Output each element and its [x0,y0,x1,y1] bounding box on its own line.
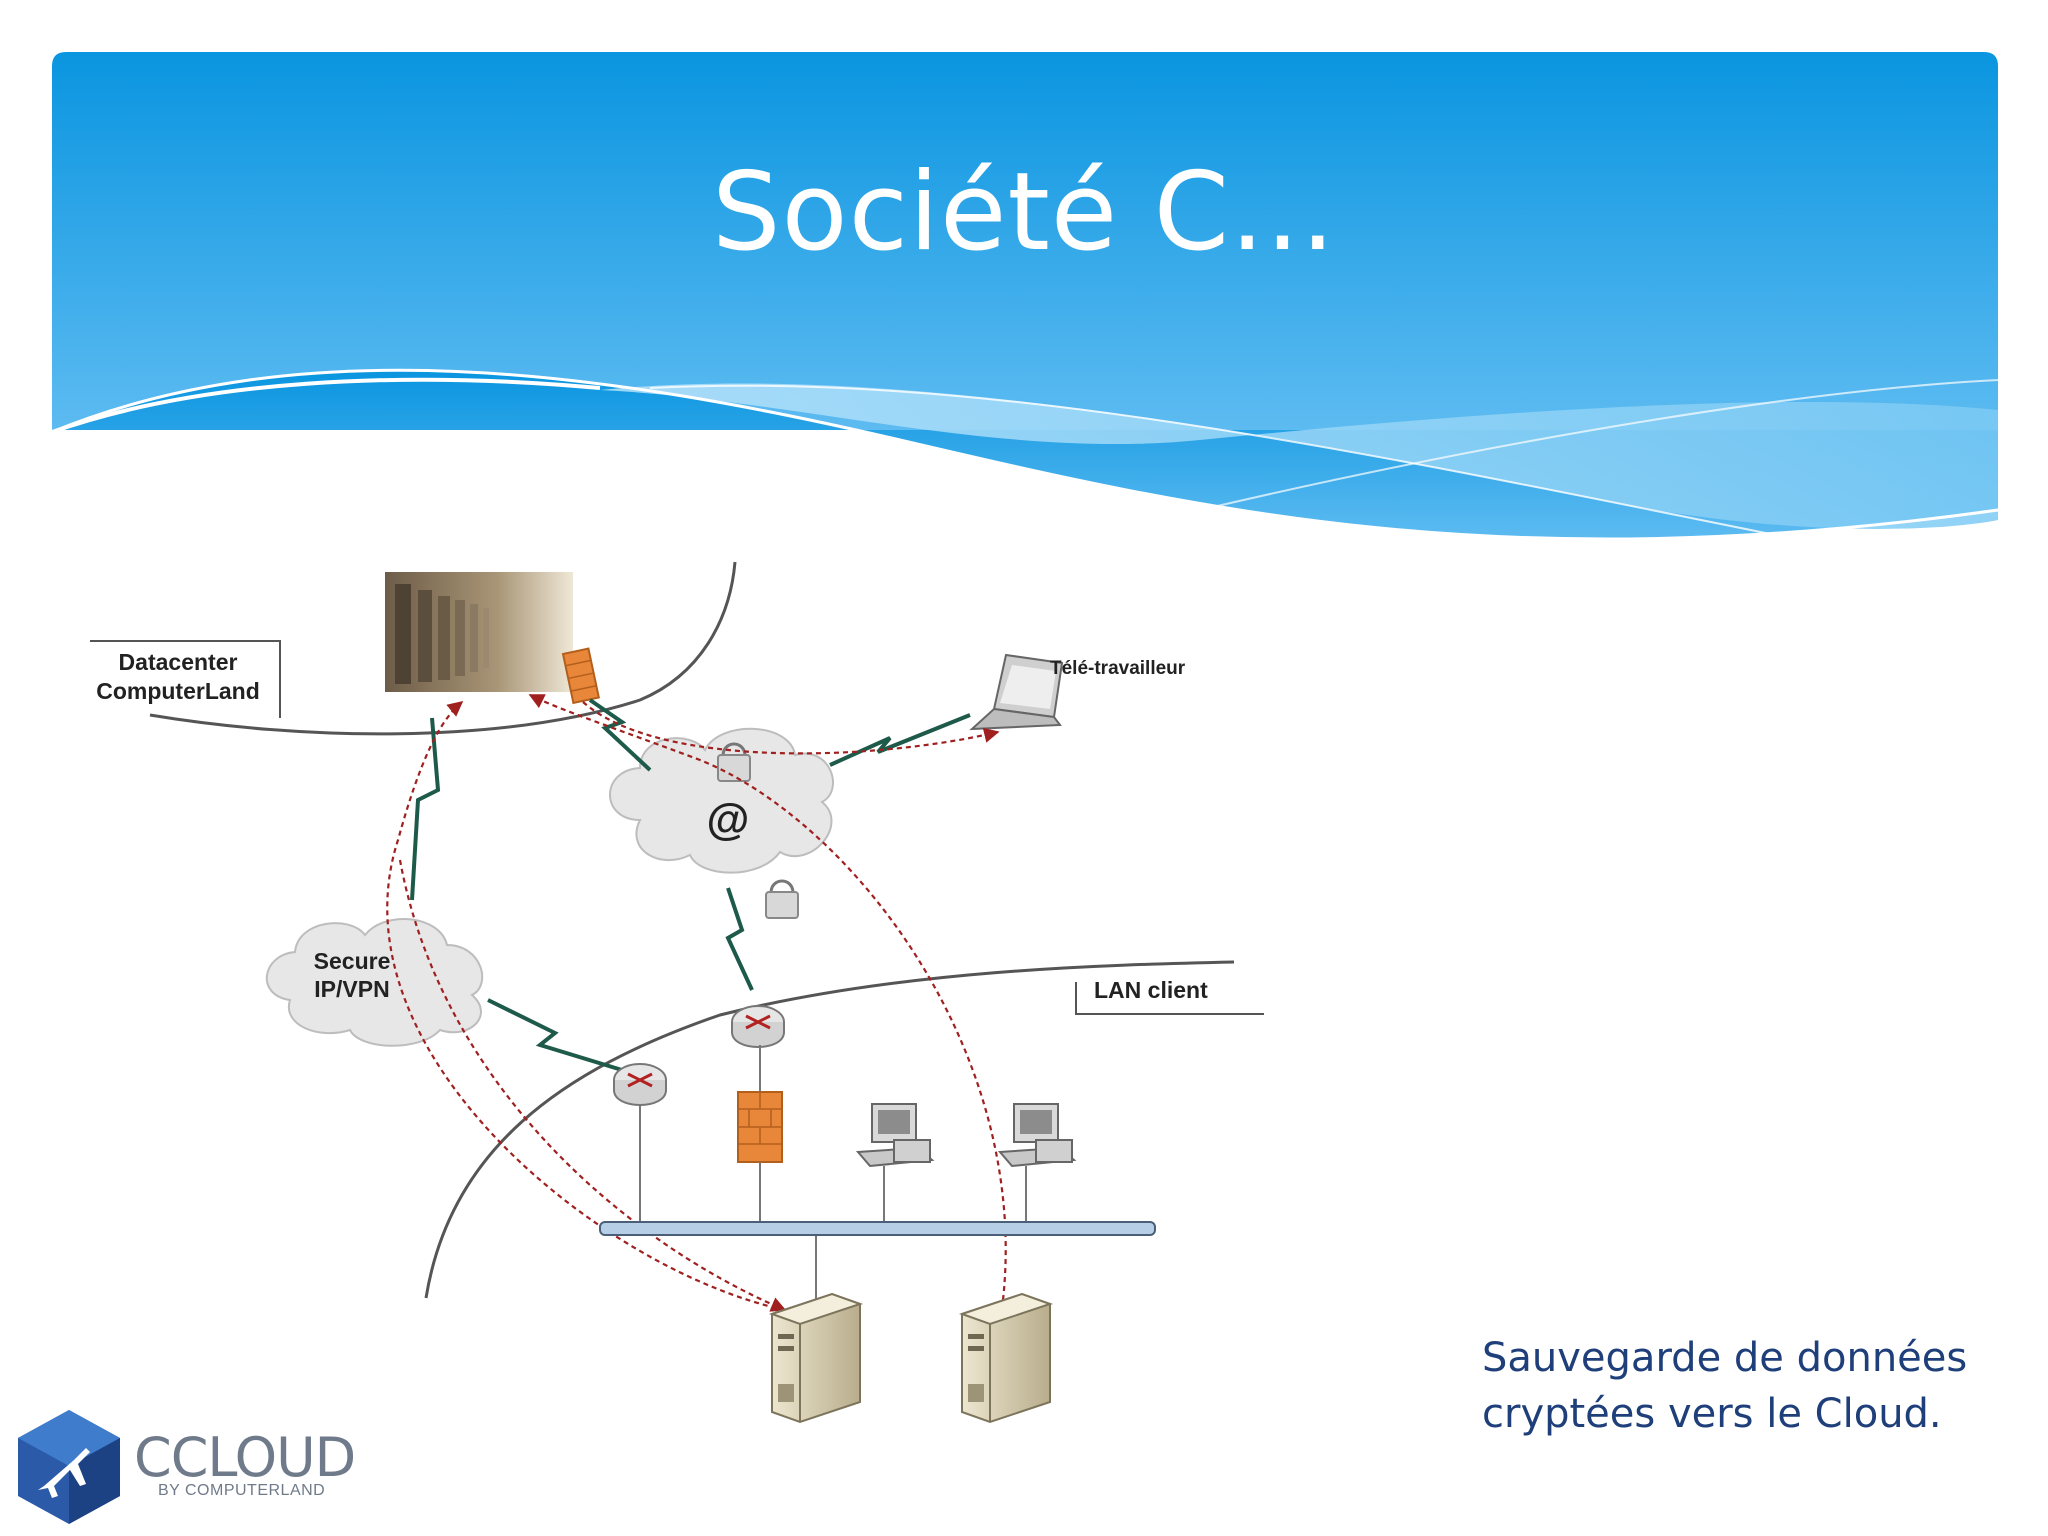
flow-server2-dc [528,694,1007,1301]
caption: Sauvegarde de données cryptées vers le C… [1482,1330,2002,1442]
firewall-icon [737,1091,783,1163]
router-icon [613,1063,667,1106]
link-datacenter-vpn [410,717,441,901]
slide-title: Société C... [712,150,1336,275]
link-vpn-router [487,998,623,1072]
flow-server1-dc [386,701,786,1312]
caption-line: cryptées vers le Cloud. [1482,1391,1942,1437]
logo-tagline: BY COMPUTERLAND [158,1482,326,1499]
datacenter-label: Datacenter [119,649,238,675]
server-icon [768,1292,864,1424]
link-internet-router [725,887,754,991]
datacenter-boundary [149,561,737,736]
teleworker-label: Télé-travailleur [1050,658,1186,679]
flow-dc-server1 [398,859,787,1312]
server-icon [958,1292,1054,1424]
vpn-cloud [265,918,484,1047]
internet-symbol: @ [707,795,750,844]
link-datacenter-internet [588,698,652,772]
lock-icon [765,879,799,919]
link-internet-teleworker [829,713,971,767]
lan-boundary [424,960,1235,1299]
caption-line: Sauvegarde de données [1482,1335,1968,1381]
datacenter-label: ComputerLand [96,678,260,704]
lan-bus [599,1221,1156,1236]
router-icon [731,1005,785,1048]
logo-name: CCLOUD [134,1426,356,1489]
laptop-icon [969,653,1064,731]
lan-label: LAN client [1094,977,1208,1003]
datacenter-image [385,572,573,692]
workstation-icon [997,1103,1077,1168]
header-band [51,52,1999,549]
ccloud-logo-icon [18,1410,120,1524]
vpn-label: Secure [314,948,391,974]
firewall-icon [561,647,601,705]
flow-dc-teleworker [582,701,1000,755]
workstation-icon [855,1103,935,1168]
vpn-label: IP/VPN [314,976,389,1002]
